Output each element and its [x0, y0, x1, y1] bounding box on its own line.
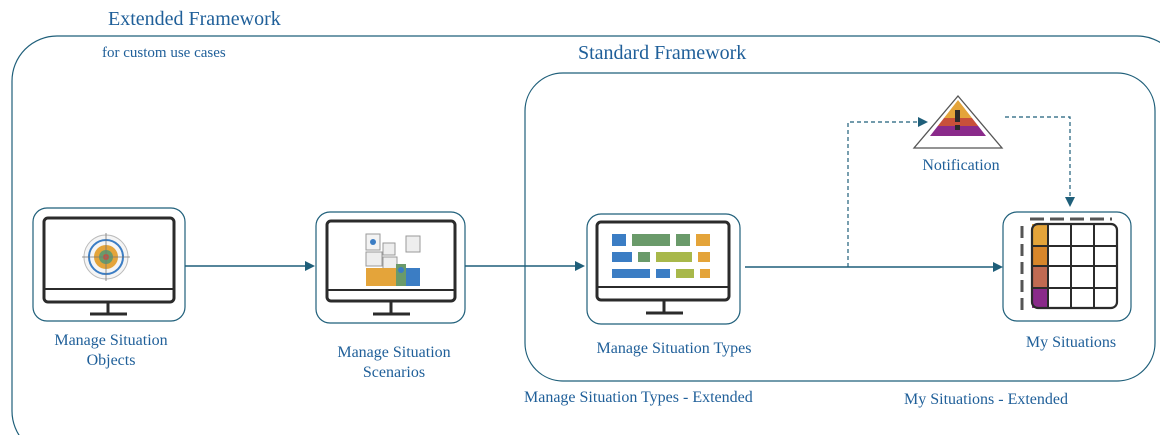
- standard-framework-frame: [524, 72, 1156, 382]
- manage-situation-objects-label-line2: Objects: [86, 352, 136, 369]
- situations-table-icon: [1002, 211, 1132, 322]
- my-situations-extended-label: My Situations - Extended: [904, 391, 1068, 408]
- manage-situation-scenarios-label-line2: Scenarios: [362, 364, 426, 381]
- notification-label: Notification: [922, 157, 1000, 174]
- warning-triangle-icon: [912, 94, 1004, 149]
- manage-situation-objects-label-line1: Manage Situation: [54, 332, 168, 349]
- manage-situation-objects-label: Manage Situation Objects: [54, 331, 167, 371]
- my-situations-label: My Situations: [1025, 334, 1117, 351]
- manage-situation-scenarios-label-line1: Manage Situation: [337, 344, 451, 361]
- manage-situation-scenarios-label: Manage Situation Scenarios: [337, 343, 450, 383]
- extended-framework-frame: [11, 35, 1160, 435]
- manage-situation-types-label: Manage Situation Types: [596, 340, 752, 357]
- standard-framework-title: Standard Framework: [578, 42, 747, 64]
- target-monitor-icon: [32, 207, 186, 322]
- manage-situation-types-extended-label: Manage Situation Types - Extended: [524, 389, 753, 406]
- dashed-arrow-to-notification: [847, 117, 928, 267]
- extended-framework-title: Extended Framework: [108, 8, 281, 30]
- extended-framework-subtitle: for custom use cases: [102, 45, 226, 61]
- dashboard-monitor-icon: [586, 213, 741, 325]
- dashed-arrow-notification-to-my-situations: [1005, 116, 1075, 207]
- objects-monitor-icon: [315, 211, 466, 324]
